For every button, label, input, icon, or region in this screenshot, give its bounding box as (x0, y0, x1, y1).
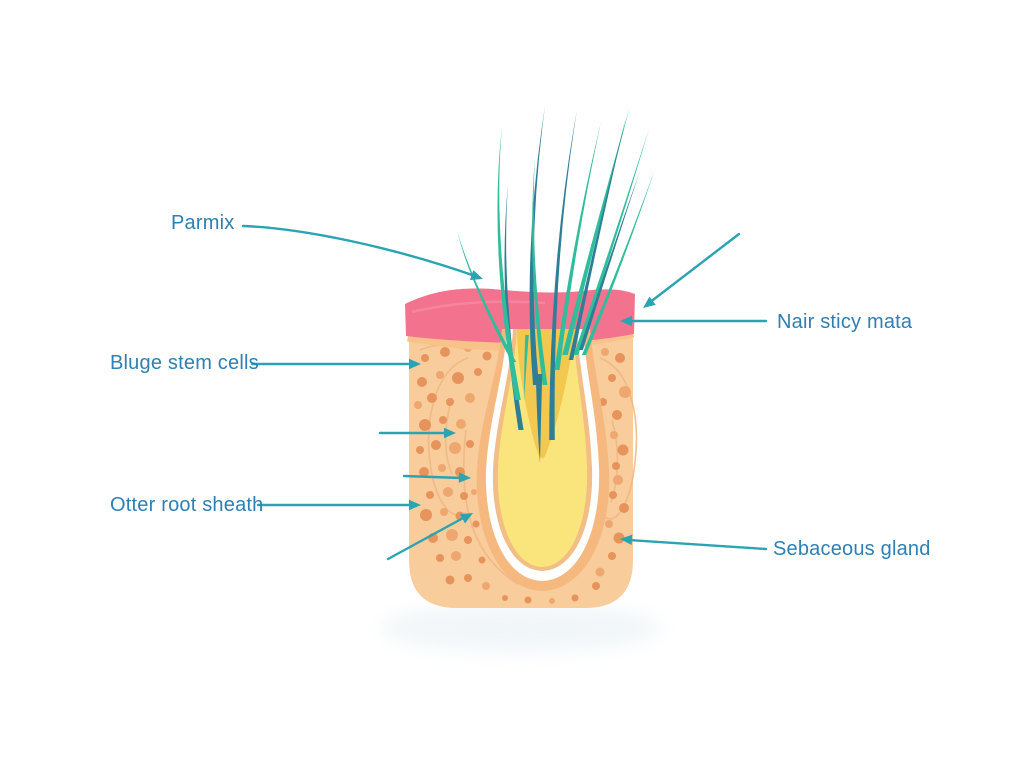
arrow-lower-diagonal (386, 513, 473, 561)
hair-strands (457, 106, 655, 463)
arrow-parmix (241, 224, 483, 281)
arrow-nair-sticy-mata (620, 315, 768, 327)
hair-strand (568, 117, 626, 360)
label-bluge-stem-cells: Bluge stem cells (110, 352, 259, 374)
arrow-bluge-stem-cells (250, 358, 421, 370)
annotation-arrows (241, 224, 768, 561)
label-sebaceous-gland: Sebaceous gland (773, 538, 931, 560)
hair-strand (535, 374, 543, 463)
label-nair-sticy-mata: Nair sticy mata (777, 311, 913, 333)
hair-strand (549, 110, 577, 440)
hair-strand (554, 122, 601, 370)
hair-strand (579, 171, 640, 350)
annotation-labels: Parmix Bluge stem cells Otter root sheat… (110, 212, 931, 560)
label-parmix: Parmix (171, 212, 234, 234)
epidermis-highlight (411, 300, 546, 314)
arrow-right-diagonal (643, 232, 741, 308)
label-otter-root-sheath: Otter root sheath (110, 494, 263, 516)
hair-strand (497, 126, 521, 400)
arrow-mid-dermis (402, 472, 471, 483)
arrow-sebaceous-gland (620, 534, 768, 551)
block-shadow (381, 604, 661, 652)
hair-strand (562, 106, 630, 355)
hair-strand (532, 157, 548, 385)
hair-strand (529, 106, 545, 385)
arrow-otter-root-sheath (256, 499, 421, 511)
hair-strand (524, 335, 529, 402)
arrow-upper-dermis (378, 427, 456, 439)
